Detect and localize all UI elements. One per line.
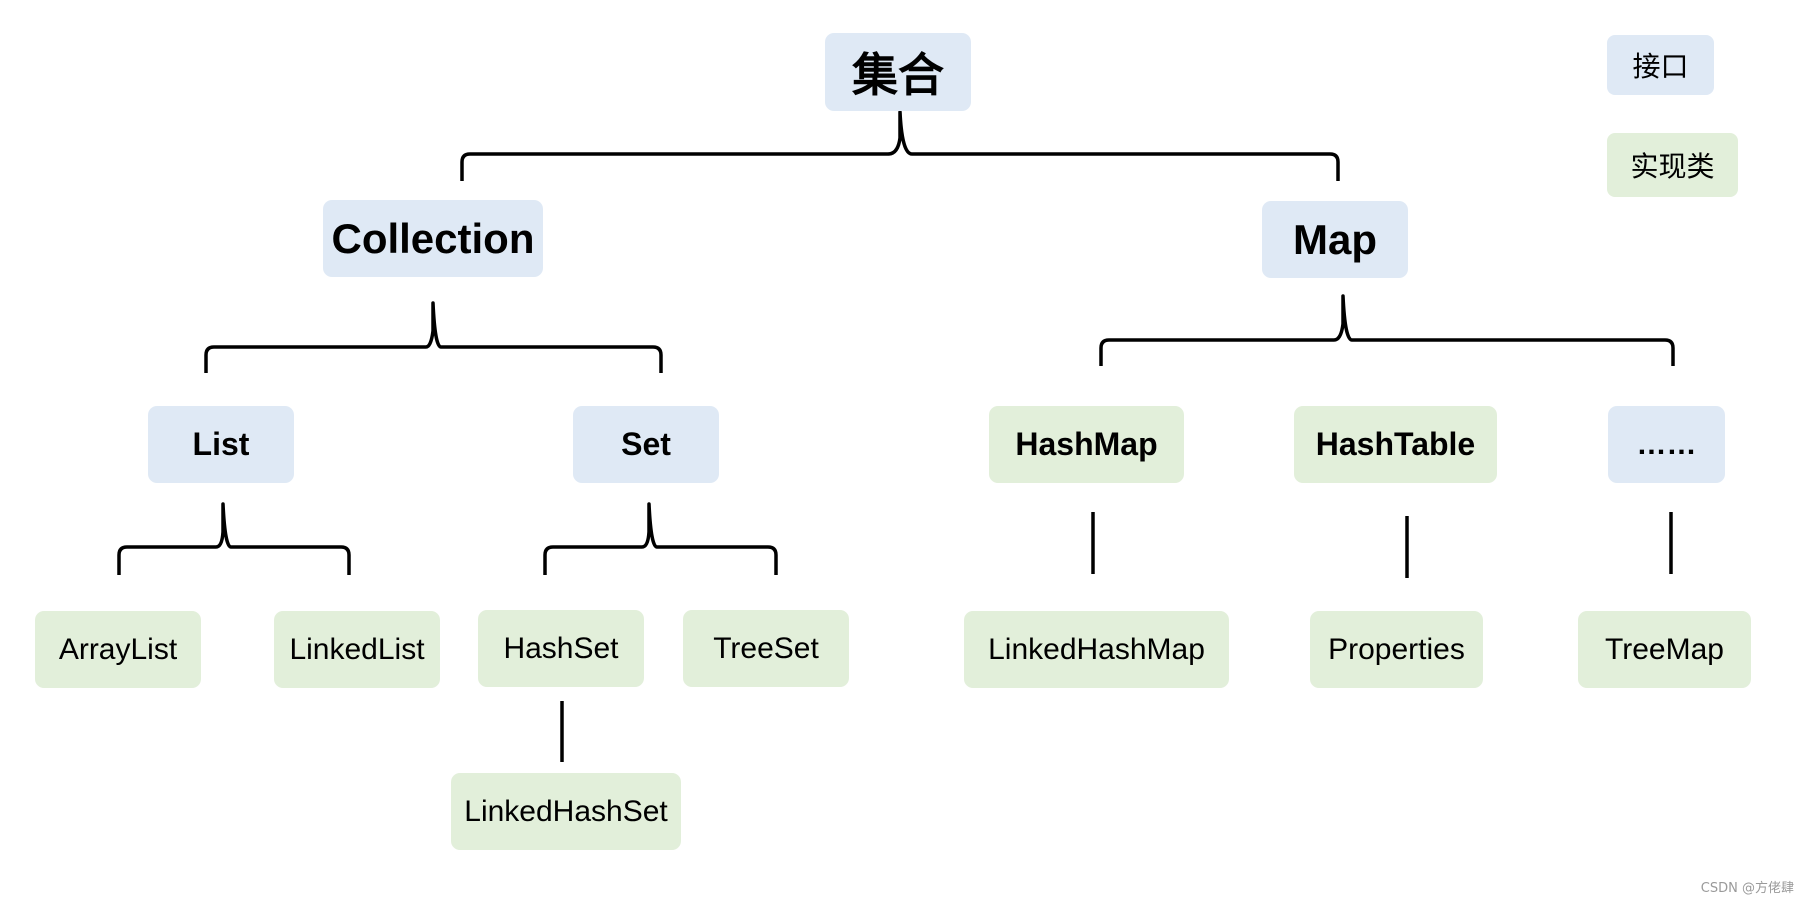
brace-set	[543, 502, 778, 575]
node-hashmap: HashMap	[989, 406, 1184, 483]
node-arraylist-label: ArrayList	[58, 632, 178, 666]
node-list: List	[148, 406, 294, 483]
node-collection-label: Collection	[331, 214, 535, 262]
node-root: 集合	[825, 33, 971, 111]
node-hashmap-label: HashMap	[1015, 426, 1158, 462]
node-collection: Collection	[323, 200, 543, 277]
node-more: ……	[1608, 406, 1725, 483]
node-hashtable-label: HashTable	[1315, 426, 1476, 462]
node-root-label: 集合	[852, 48, 944, 102]
watermark: CSDN @方佬肆	[1700, 881, 1794, 896]
node-treemap: TreeMap	[1578, 611, 1751, 688]
legend-implementation: 实现类	[1607, 133, 1738, 197]
legend-interface-label: 接口	[1632, 50, 1689, 83]
node-linkedhashset: LinkedHashSet	[451, 773, 681, 850]
node-set: Set	[573, 406, 719, 483]
node-map-label: Map	[1293, 215, 1377, 263]
legend-implementation-label: 实现类	[1630, 150, 1715, 183]
node-hashset-label: HashSet	[503, 631, 619, 665]
node-treeset: TreeSet	[683, 610, 849, 687]
brace-map	[1099, 294, 1675, 366]
node-map: Map	[1262, 201, 1408, 278]
node-linkedhashmap-label: LinkedHashMap	[988, 632, 1205, 666]
node-list-label: List	[192, 426, 250, 462]
node-arraylist: ArrayList	[35, 611, 201, 688]
node-linkedhashmap: LinkedHashMap	[964, 611, 1229, 688]
brace-collection	[204, 301, 663, 373]
node-set-label: Set	[621, 426, 671, 462]
node-properties-label: Properties	[1328, 632, 1465, 666]
node-hashtable: HashTable	[1294, 406, 1497, 483]
brace-list	[117, 502, 351, 575]
node-linkedlist-label: LinkedList	[289, 632, 425, 666]
node-treeset-label: TreeSet	[713, 631, 819, 665]
node-linkedlist: LinkedList	[274, 611, 440, 688]
brace-root	[460, 110, 1340, 181]
legend-interface: 接口	[1607, 35, 1714, 95]
node-more-label: ……	[1636, 427, 1697, 461]
node-properties: Properties	[1310, 611, 1483, 688]
node-treemap-label: TreeMap	[1605, 632, 1724, 666]
node-hashset: HashSet	[478, 610, 644, 687]
node-linkedhashset-label: LinkedHashSet	[464, 794, 668, 828]
